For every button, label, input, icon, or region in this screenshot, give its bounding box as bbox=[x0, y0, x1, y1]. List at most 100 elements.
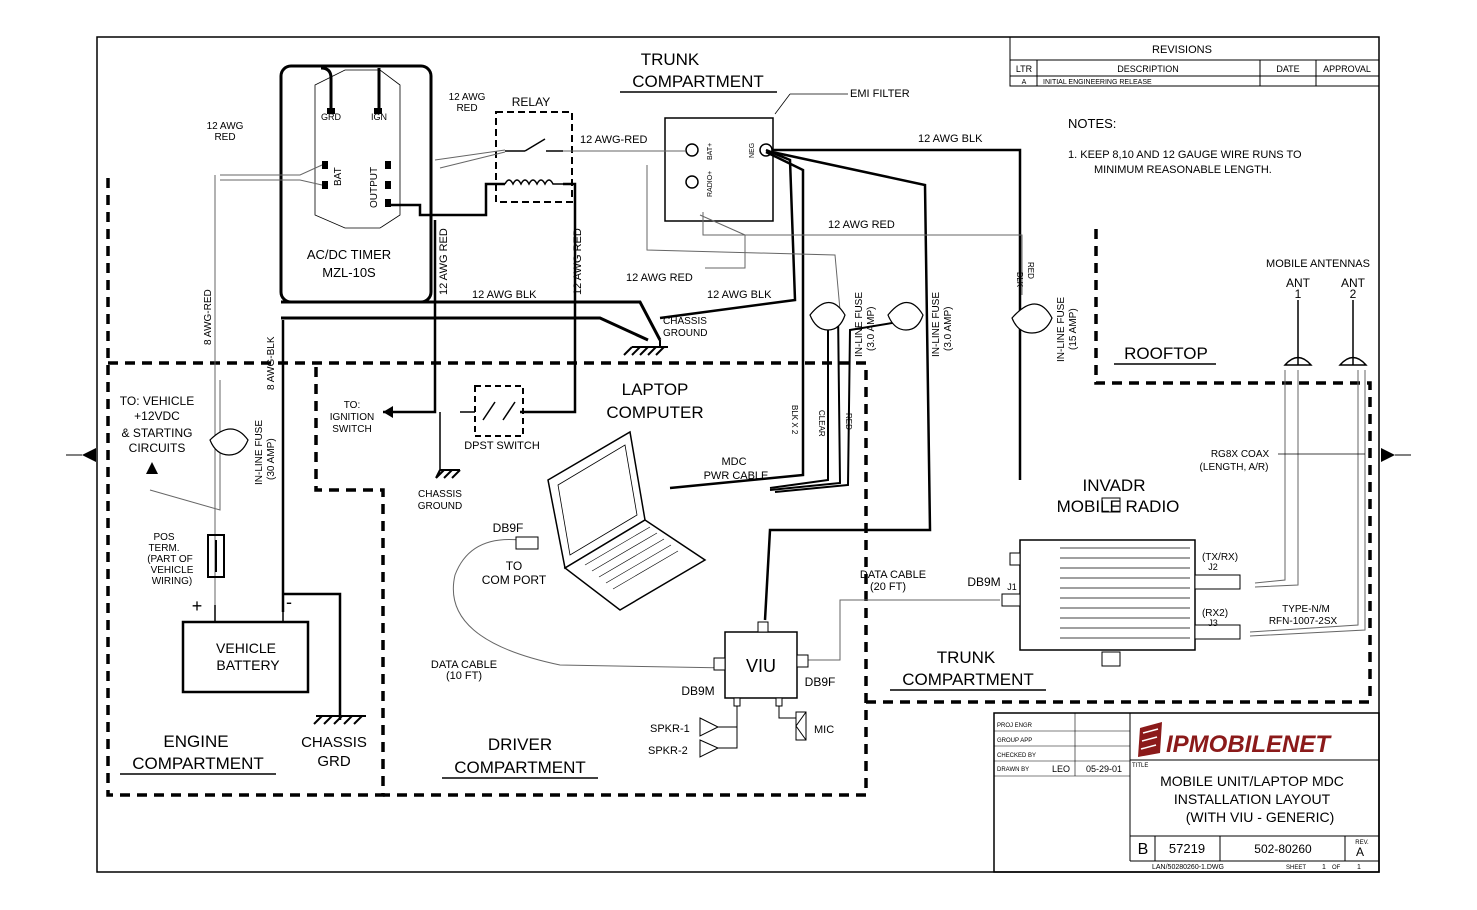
tb-checked-by: CHECKED BY bbox=[997, 753, 1036, 759]
wire-12awg-red-vert1: 12 AWG RED bbox=[438, 228, 450, 295]
trunk-compartment-outline bbox=[866, 225, 1372, 704]
tb-title-label: TITLE bbox=[1132, 763, 1148, 769]
trunk-bottom-label-1: TRUNK bbox=[937, 648, 996, 667]
fuse30-label-1: IN-LINE FUSE bbox=[254, 420, 265, 485]
wire-12awg-red-right: 12 AWG-RED bbox=[580, 134, 647, 146]
wire-12awg-red-low: 12 AWG RED bbox=[626, 272, 693, 284]
engine-label-1: ENGINE bbox=[163, 732, 228, 751]
mdc-label-2: PWR CABLE bbox=[704, 470, 769, 482]
tb-of: 1 bbox=[1357, 864, 1361, 871]
tb-title-2: INSTALLATION LAYOUT bbox=[1174, 791, 1331, 807]
to-com-1: TO bbox=[506, 559, 522, 573]
pos-term-4: VEHICLE bbox=[151, 565, 194, 576]
spkr1-label: SPKR-1 bbox=[650, 723, 690, 735]
wire-12awg-blk-right: 12 AWG BLK bbox=[707, 289, 772, 301]
fuse30-label-2: (30 AMP) bbox=[266, 438, 277, 480]
tb-group-app: GROUP APP bbox=[997, 738, 1032, 744]
engine-compartment-outline bbox=[106, 178, 385, 797]
mic-label: MIC bbox=[814, 724, 834, 736]
revisions-block: REVISIONS LTR DESCRIPTION DATE APPROVAL … bbox=[1009, 36, 1380, 87]
pos-term-5: WIRING) bbox=[152, 576, 193, 587]
tb-drawn-date: 05-29-01 bbox=[1086, 764, 1122, 774]
chassis-ground-b2: GROUND bbox=[418, 501, 462, 512]
type-label-1: TYPE-N/M bbox=[1282, 604, 1330, 615]
laptop-label-1: LAPTOP bbox=[622, 380, 689, 399]
trunk-top-label-2: COMPARTMENT bbox=[632, 72, 764, 91]
pos-term-2: TERM. bbox=[148, 543, 179, 554]
driver-label-1: DRIVER bbox=[488, 735, 552, 754]
engine-label-2: COMPARTMENT bbox=[132, 754, 264, 773]
emi-neg-label: NEG bbox=[749, 143, 756, 158]
chassis-ground-b1: CHASSIS bbox=[418, 489, 462, 500]
compartment-outlines bbox=[106, 178, 1372, 797]
tb-sheet: 1 bbox=[1322, 864, 1326, 871]
pos-term-1: POS bbox=[153, 532, 174, 543]
data20-label-1: DATA CABLE bbox=[860, 569, 926, 581]
wire-relay-12awg-b: RED bbox=[456, 103, 477, 114]
tb-proj-engr: PROJ ENGR bbox=[997, 723, 1033, 729]
antennas-label: MOBILE ANTENNAS bbox=[1266, 258, 1370, 270]
tb-drawn-name: LEO bbox=[1052, 764, 1070, 774]
tb-rev: A bbox=[1356, 845, 1364, 859]
battery-label-2: BATTERY bbox=[216, 657, 280, 673]
ant2-label: ANT bbox=[1341, 276, 1366, 290]
chassis-ground-2: GROUND bbox=[663, 328, 707, 339]
j1-label: J1 bbox=[1007, 582, 1017, 592]
coax-label-1: RG8X COAX bbox=[1211, 449, 1270, 460]
fuse15-label-1: IN-LINE FUSE bbox=[1056, 297, 1067, 362]
to-ignition-1: TO: bbox=[344, 400, 360, 411]
timer-title-2: MZL-10S bbox=[322, 265, 376, 280]
j3-label: J3 bbox=[1208, 618, 1218, 628]
timer-title-1: AC/DC TIMER bbox=[307, 247, 391, 262]
wire-relay-12awg-a: 12 AWG bbox=[449, 92, 486, 103]
rev-row-ltr: A bbox=[1022, 79, 1027, 86]
type-label-2: RFN-1007-2SX bbox=[1269, 616, 1338, 627]
inline-fuses bbox=[209, 301, 1053, 456]
notes-line1: 1. KEEP 8,10 AND 12 GAUGE WIRE RUNS TO bbox=[1068, 149, 1302, 161]
wire-12awg-red-mid: 12 AWG RED bbox=[828, 219, 895, 231]
data20-label-2: (20 FT) bbox=[870, 581, 906, 593]
battery-minus: - bbox=[286, 592, 292, 612]
tb-of-label: OF bbox=[1332, 865, 1341, 871]
tb-file: LAN/50280260-1.DWG bbox=[1152, 864, 1224, 871]
antennas: MOBILE ANTENNAS ANT 1 ANT 2 bbox=[1266, 258, 1370, 366]
fuse3a-label-1: IN-LINE FUSE bbox=[854, 292, 865, 357]
tb-size: B bbox=[1138, 841, 1149, 858]
viu-label: VIU bbox=[746, 656, 776, 676]
fuse15-label-2: (15 AMP) bbox=[1068, 308, 1079, 350]
tb-rev-label: REV. bbox=[1355, 840, 1369, 846]
to-com-2: COM PORT bbox=[482, 573, 547, 587]
timer-grd-label: GRD bbox=[321, 112, 342, 122]
left-center-marker bbox=[82, 448, 96, 462]
laptop-label-2: COMPUTER bbox=[606, 403, 703, 422]
vehicle-battery: VEHICLE BATTERY + - bbox=[181, 534, 310, 694]
revisions-title: REVISIONS bbox=[1152, 44, 1212, 56]
db9f-top-label: DB9F bbox=[493, 521, 524, 535]
chassis-grd-label-1: CHASSIS bbox=[301, 734, 367, 751]
notes-title: NOTES: bbox=[1068, 116, 1116, 131]
to-ignition-2: IGNITION bbox=[330, 412, 374, 423]
pos-term-3: (PART OF bbox=[147, 554, 193, 565]
battery-label-1: VEHICLE bbox=[216, 640, 276, 656]
db9m-right-label: DB9M bbox=[967, 575, 1000, 589]
notes-line2: MINIMUM REASONABLE LENGTH. bbox=[1094, 164, 1272, 176]
emi-filter-label: EMI FILTER bbox=[850, 88, 910, 100]
rev-col-description: DESCRIPTION bbox=[1117, 64, 1179, 74]
invadr-radio: INVADR MOBILE RADIO bbox=[1001, 476, 1241, 667]
chassis-ground-symbols bbox=[313, 340, 668, 725]
mdc-label-1: MDC bbox=[721, 456, 746, 468]
wire-8awg-red: 8 AWG-RED bbox=[203, 289, 214, 345]
to-vehicle-2: +12VDC bbox=[134, 409, 180, 423]
rev-row-description: INITIAL ENGINEERING RELEASE bbox=[1043, 79, 1152, 86]
emi-bat-label: BAT+ bbox=[707, 143, 714, 160]
tb-code: 57219 bbox=[1169, 841, 1205, 856]
rev-col-date: DATE bbox=[1276, 64, 1299, 74]
battery-plus: + bbox=[192, 596, 203, 616]
wire-red-label: RED bbox=[1026, 262, 1035, 279]
wire-red2-label: RED bbox=[844, 413, 853, 430]
chassis-ground-1: CHASSIS bbox=[663, 316, 707, 327]
fuse3b-label-1: IN-LINE FUSE bbox=[931, 292, 942, 357]
ant2-number: 2 bbox=[1350, 287, 1357, 301]
